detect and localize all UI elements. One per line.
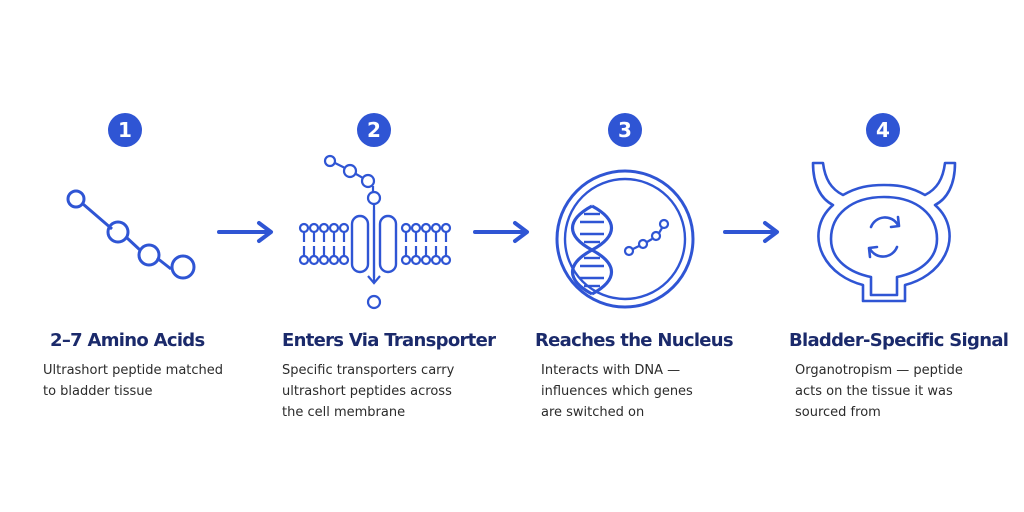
step-4-description: Organotropism — peptide acts on the tiss…	[795, 360, 963, 423]
right-arrow-icon	[723, 221, 779, 243]
step-1-description-line: Ultrashort peptide matched	[43, 363, 224, 378]
step-2-badge: 2	[357, 113, 391, 147]
step-1-description-line: to bladder tissue	[43, 384, 153, 399]
step-4-description-line: acts on the tissue it was	[795, 384, 953, 399]
step-2-description: Specific transporters carry ultrashort p…	[282, 360, 454, 423]
step-4-title: Bladder-Specific Signal	[789, 330, 1009, 351]
step-2-description-line: ultrashort peptides across	[282, 384, 452, 399]
step-3-badge: 3	[608, 113, 642, 147]
step-3-description-line: are switched on	[541, 405, 645, 420]
step-1-title: 2–7 Amino Acids	[50, 330, 205, 351]
peptide-chain-icon	[66, 189, 196, 280]
step-3-description: Interacts with DNA — influences which ge…	[541, 360, 693, 423]
step-3-description-line: influences which genes	[541, 384, 693, 399]
right-arrow-icon	[217, 221, 273, 243]
step-4-description-line: Organotropism — peptide	[795, 363, 963, 378]
step-3-title: Reaches the Nucleus	[535, 330, 734, 351]
step-1-description: Ultrashort peptide matched to bladder ti…	[43, 360, 223, 402]
step-4-badge: 4	[866, 113, 900, 147]
step-3-description-line: Interacts with DNA —	[541, 363, 681, 378]
bladder-icon	[811, 161, 957, 303]
membrane-transporter-icon	[298, 154, 452, 310]
right-arrow-icon	[473, 221, 529, 243]
step-2-description-line: the cell membrane	[282, 405, 406, 420]
step-1-badge: 1	[108, 113, 142, 147]
step-2-title: Enters Via Transporter	[282, 330, 496, 351]
step-4-description-line: sourced from	[795, 405, 881, 420]
cell-nucleus-dna-icon	[555, 169, 695, 309]
step-2-description-line: Specific transporters carry	[282, 363, 455, 378]
